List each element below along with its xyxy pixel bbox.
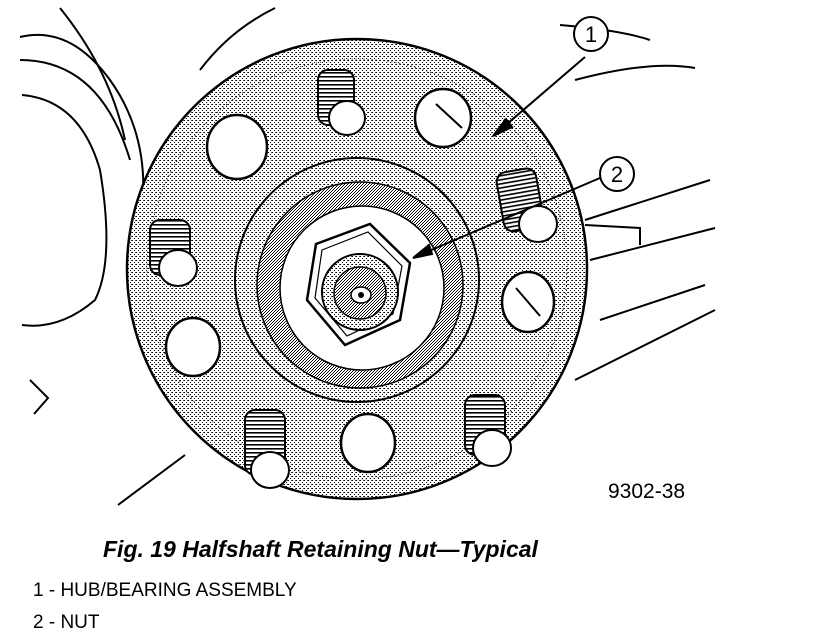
wheel-stud <box>495 167 558 243</box>
hub-illustration: 1 2 9302-38 <box>19 7 716 506</box>
callout-2-number: 2 <box>611 162 623 187</box>
figure-caption: Fig. 19 Halfshaft Retaining Nut—Typical <box>103 536 538 562</box>
knuckle-outline <box>19 7 716 506</box>
callout-1-number: 1 <box>585 22 597 47</box>
wheel-stud <box>317 69 366 136</box>
stud-hole <box>205 113 269 181</box>
legend-item-nut: 2 - NUT <box>33 612 100 633</box>
drawing-number: 9302-38 <box>608 480 685 503</box>
stud-hole <box>339 412 397 474</box>
stud-hole <box>164 316 222 378</box>
callout-leaders <box>412 56 601 259</box>
stud-hole <box>413 87 473 149</box>
legend-item-hub-bearing: 1 - HUB/BEARING ASSEMBLY <box>33 580 297 601</box>
wheel-stud <box>244 409 290 489</box>
wheel-stud <box>464 394 512 467</box>
retaining-nut <box>305 222 412 347</box>
wheel-studs <box>149 69 558 489</box>
callout-2: 2 <box>599 156 635 192</box>
callout-1: 1 <box>573 16 609 52</box>
wheel-stud <box>149 219 198 287</box>
